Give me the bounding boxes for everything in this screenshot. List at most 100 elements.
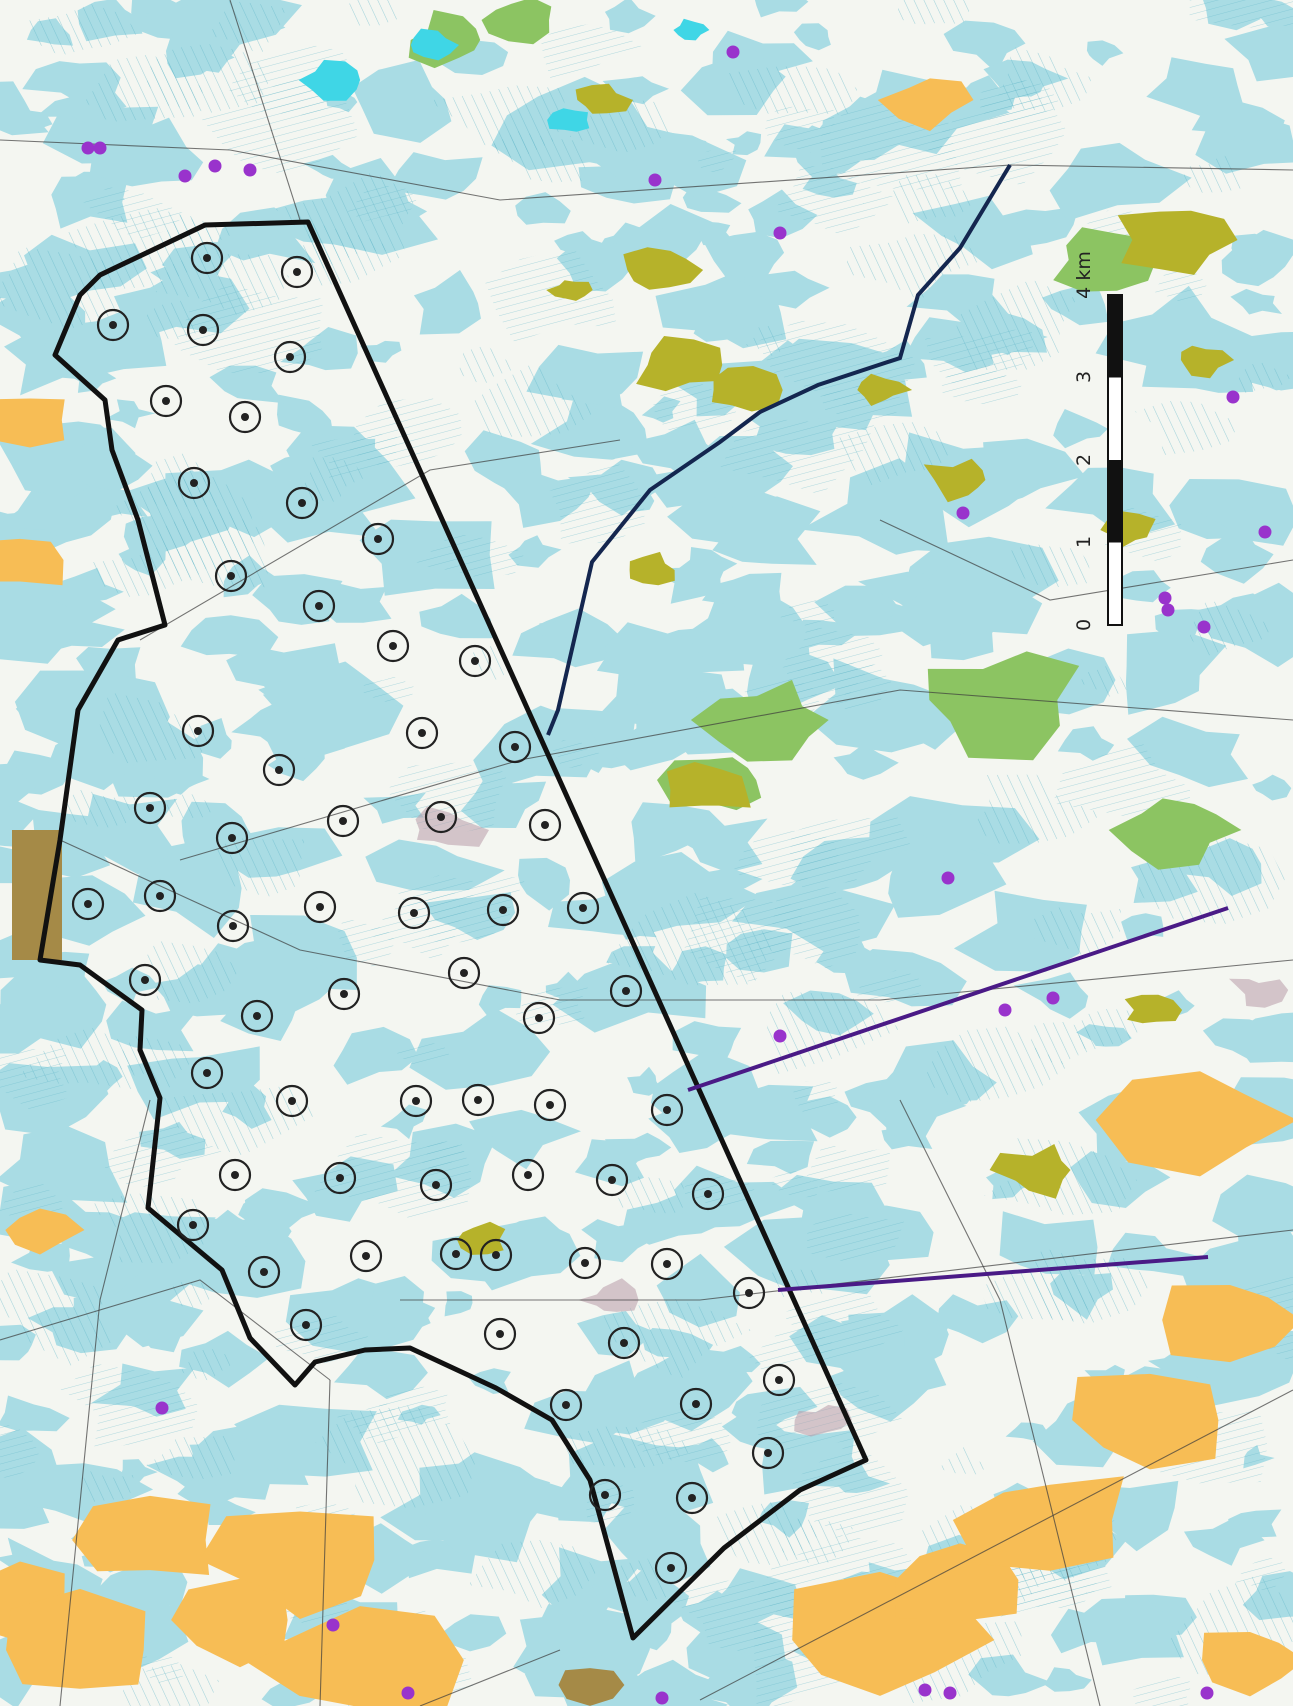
wind-turbine-icon[interactable] xyxy=(133,791,167,825)
dwelling-icon xyxy=(1200,1686,1214,1700)
wind-turbine-icon[interactable] xyxy=(650,1247,684,1281)
wind-turbine-icon[interactable] xyxy=(302,589,336,623)
wind-turbine-icon[interactable] xyxy=(399,1084,433,1118)
dwelling-icon xyxy=(773,1029,787,1043)
wind-turbine-icon[interactable] xyxy=(247,1255,281,1289)
wind-turbine-icon[interactable] xyxy=(483,1317,517,1351)
drainage-hatching xyxy=(347,185,418,222)
wetland-patch xyxy=(1109,570,1171,603)
wind-turbine-icon[interactable] xyxy=(349,1239,383,1273)
wind-turbine-icon[interactable] xyxy=(751,1436,785,1470)
road xyxy=(229,149,1293,201)
wind-turbine-icon[interactable] xyxy=(498,730,532,764)
wind-turbine-icon[interactable] xyxy=(262,753,296,787)
forest-patch xyxy=(690,679,829,762)
wind-turbine-icon[interactable] xyxy=(479,1238,513,1272)
wind-turbine-icon[interactable] xyxy=(691,1177,725,1211)
wind-turbine-icon[interactable] xyxy=(424,800,458,834)
wind-turbine-icon[interactable] xyxy=(176,1208,210,1242)
drainage-hatching xyxy=(485,247,617,343)
wind-turbine-icon[interactable] xyxy=(588,1478,622,1512)
wind-turbine-icon[interactable] xyxy=(275,1084,309,1118)
farmland-patch xyxy=(199,1511,375,1619)
wind-turbine-icon[interactable] xyxy=(215,821,249,855)
wind-turbine-icon[interactable] xyxy=(323,1161,357,1195)
wind-turbine-icon[interactable] xyxy=(376,629,410,663)
drainage-hatching xyxy=(315,1405,476,1509)
wetland-patch xyxy=(0,798,41,848)
wind-turbine-icon[interactable] xyxy=(533,1088,567,1122)
drainage-hatching xyxy=(1189,0,1293,28)
wind-turbine-icon[interactable] xyxy=(607,1326,641,1360)
dwelling-icon xyxy=(943,1686,957,1700)
wind-turbine-icon[interactable] xyxy=(96,308,130,342)
peat-patch xyxy=(575,83,633,114)
wetland-patch xyxy=(132,837,242,938)
drainage-hatching xyxy=(160,792,217,818)
wind-turbine-icon[interactable] xyxy=(549,1388,583,1422)
farmland-patch xyxy=(1162,1285,1293,1363)
wetland-patch xyxy=(365,1276,431,1335)
wind-turbine-icon[interactable] xyxy=(732,1276,766,1310)
wind-turbine-icon[interactable] xyxy=(461,1083,495,1117)
wind-turbine-icon[interactable] xyxy=(397,896,431,930)
drainage-hatching xyxy=(895,0,972,25)
wind-turbine-icon[interactable] xyxy=(361,522,395,556)
drainage-hatching xyxy=(120,1664,220,1706)
wind-turbine-icon[interactable] xyxy=(522,1001,556,1035)
peat-patch xyxy=(1180,345,1235,379)
wind-turbine-icon[interactable] xyxy=(273,340,307,374)
wind-turbine-icon[interactable] xyxy=(285,486,319,520)
wind-turbine-icon[interactable] xyxy=(405,716,439,750)
wind-turbine-icon[interactable] xyxy=(650,1093,684,1127)
wind-turbine-icon[interactable] xyxy=(595,1163,629,1197)
drainage-hatching xyxy=(846,233,983,302)
wind-turbine-icon[interactable] xyxy=(419,1168,453,1202)
wind-turbine-icon[interactable] xyxy=(568,1246,602,1280)
wind-turbine-icon[interactable] xyxy=(149,384,183,418)
forest-patch xyxy=(927,651,1080,761)
wind-turbine-icon[interactable] xyxy=(439,1237,473,1271)
wind-turbine-icon[interactable] xyxy=(609,974,643,1008)
drainage-hatching xyxy=(540,24,643,81)
wind-turbine-icon[interactable] xyxy=(566,891,600,925)
wind-turbine-icon[interactable] xyxy=(528,808,562,842)
wind-turbine-icon[interactable] xyxy=(303,890,337,924)
drainage-hatching xyxy=(764,105,835,153)
wind-turbine-icon[interactable] xyxy=(181,714,215,748)
wind-turbine-icon[interactable] xyxy=(143,879,177,913)
wind-turbine-icon[interactable] xyxy=(675,1481,709,1515)
wind-turbine-icon[interactable] xyxy=(762,1363,796,1397)
wind-turbine-icon[interactable] xyxy=(216,909,250,943)
wind-turbine-icon[interactable] xyxy=(289,1308,323,1342)
peat-patch xyxy=(1117,210,1238,275)
wind-turbine-icon[interactable] xyxy=(190,1056,224,1090)
wind-turbine-icon[interactable] xyxy=(71,887,105,921)
wind-turbine-icon[interactable] xyxy=(186,313,220,347)
wind-turbine-icon[interactable] xyxy=(228,400,262,434)
wind-turbine-icon[interactable] xyxy=(486,893,520,927)
drainage-hatching xyxy=(515,985,589,1032)
wind-turbine-icon[interactable] xyxy=(327,977,361,1011)
wind-turbine-icon[interactable] xyxy=(326,804,360,838)
wind-turbine-icon[interactable] xyxy=(240,999,274,1033)
wind-turbine-icon[interactable] xyxy=(447,956,481,990)
wind-turbine-icon[interactable] xyxy=(654,1551,688,1585)
wind-turbine-icon[interactable] xyxy=(177,466,211,500)
drainage-hatching xyxy=(1004,543,1091,588)
wind-turbine-icon[interactable] xyxy=(511,1158,545,1192)
drainage-hatching xyxy=(458,345,519,385)
drainage-hatching xyxy=(468,1540,597,1609)
wind-turbine-icon[interactable] xyxy=(128,963,162,997)
wind-turbine-icon[interactable] xyxy=(679,1387,713,1421)
wind-turbine-icon[interactable] xyxy=(218,1158,252,1192)
wind-turbine-icon[interactable] xyxy=(458,644,492,678)
wetland-patch xyxy=(623,131,747,198)
drainage-hatching xyxy=(667,1580,812,1654)
wetland-patch xyxy=(754,0,809,18)
wind-turbine-icon[interactable] xyxy=(214,559,248,593)
wind-turbine-icon[interactable] xyxy=(190,241,224,275)
wetland-patch xyxy=(73,1269,204,1348)
wind-turbine-icon[interactable] xyxy=(280,255,314,289)
